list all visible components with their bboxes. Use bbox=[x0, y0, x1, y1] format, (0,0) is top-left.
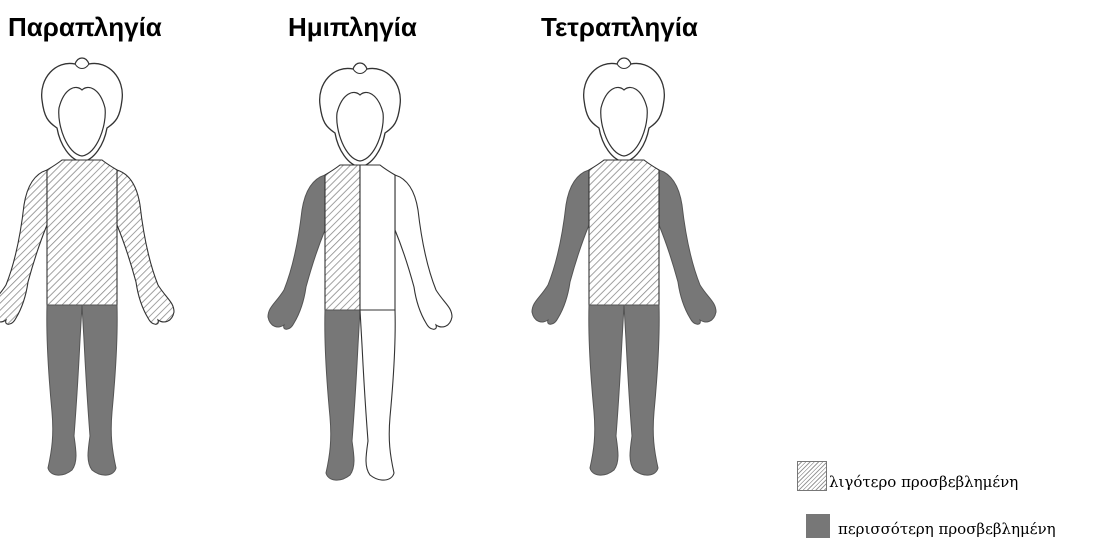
torso-less-affected bbox=[589, 160, 659, 305]
left-torso-less-affected bbox=[325, 165, 360, 310]
left-arm-more-affected bbox=[268, 175, 325, 329]
right-arm-unaffected bbox=[395, 175, 452, 329]
left-arm-more-affected bbox=[532, 170, 589, 324]
right-leg-more-affected bbox=[82, 305, 117, 475]
left-leg-more-affected bbox=[325, 310, 360, 480]
left-leg-more-affected bbox=[47, 305, 82, 475]
legend-label-less-affected: λιγότερο προσβεβλημένη bbox=[829, 473, 1018, 491]
legend-more-affected: περισσότερη προσβεβλημένη bbox=[806, 514, 1056, 538]
head-outline bbox=[42, 58, 123, 162]
figure-tetraplegia bbox=[532, 58, 716, 475]
right-torso-unaffected bbox=[360, 165, 395, 310]
legend-swatch-hatched bbox=[797, 461, 827, 491]
figure-paraplegia bbox=[0, 58, 174, 475]
head-outline bbox=[320, 63, 401, 167]
right-leg-more-affected bbox=[624, 305, 659, 475]
right-leg-unaffected bbox=[360, 310, 395, 480]
left-leg-more-affected bbox=[589, 305, 624, 475]
left-arm-less-affected bbox=[0, 170, 47, 324]
head-outline bbox=[584, 58, 665, 162]
legend-label-more-affected: περισσότερη προσβεβλημένη bbox=[838, 520, 1056, 538]
right-arm-less-affected bbox=[117, 170, 174, 324]
figure-hemiplegia bbox=[268, 63, 452, 480]
torso-less-affected bbox=[47, 160, 117, 305]
right-arm-more-affected bbox=[659, 170, 716, 324]
legend-less-affected: λιγότερο προσβεβλημένη bbox=[797, 461, 1018, 491]
legend-swatch-solid bbox=[806, 514, 830, 538]
